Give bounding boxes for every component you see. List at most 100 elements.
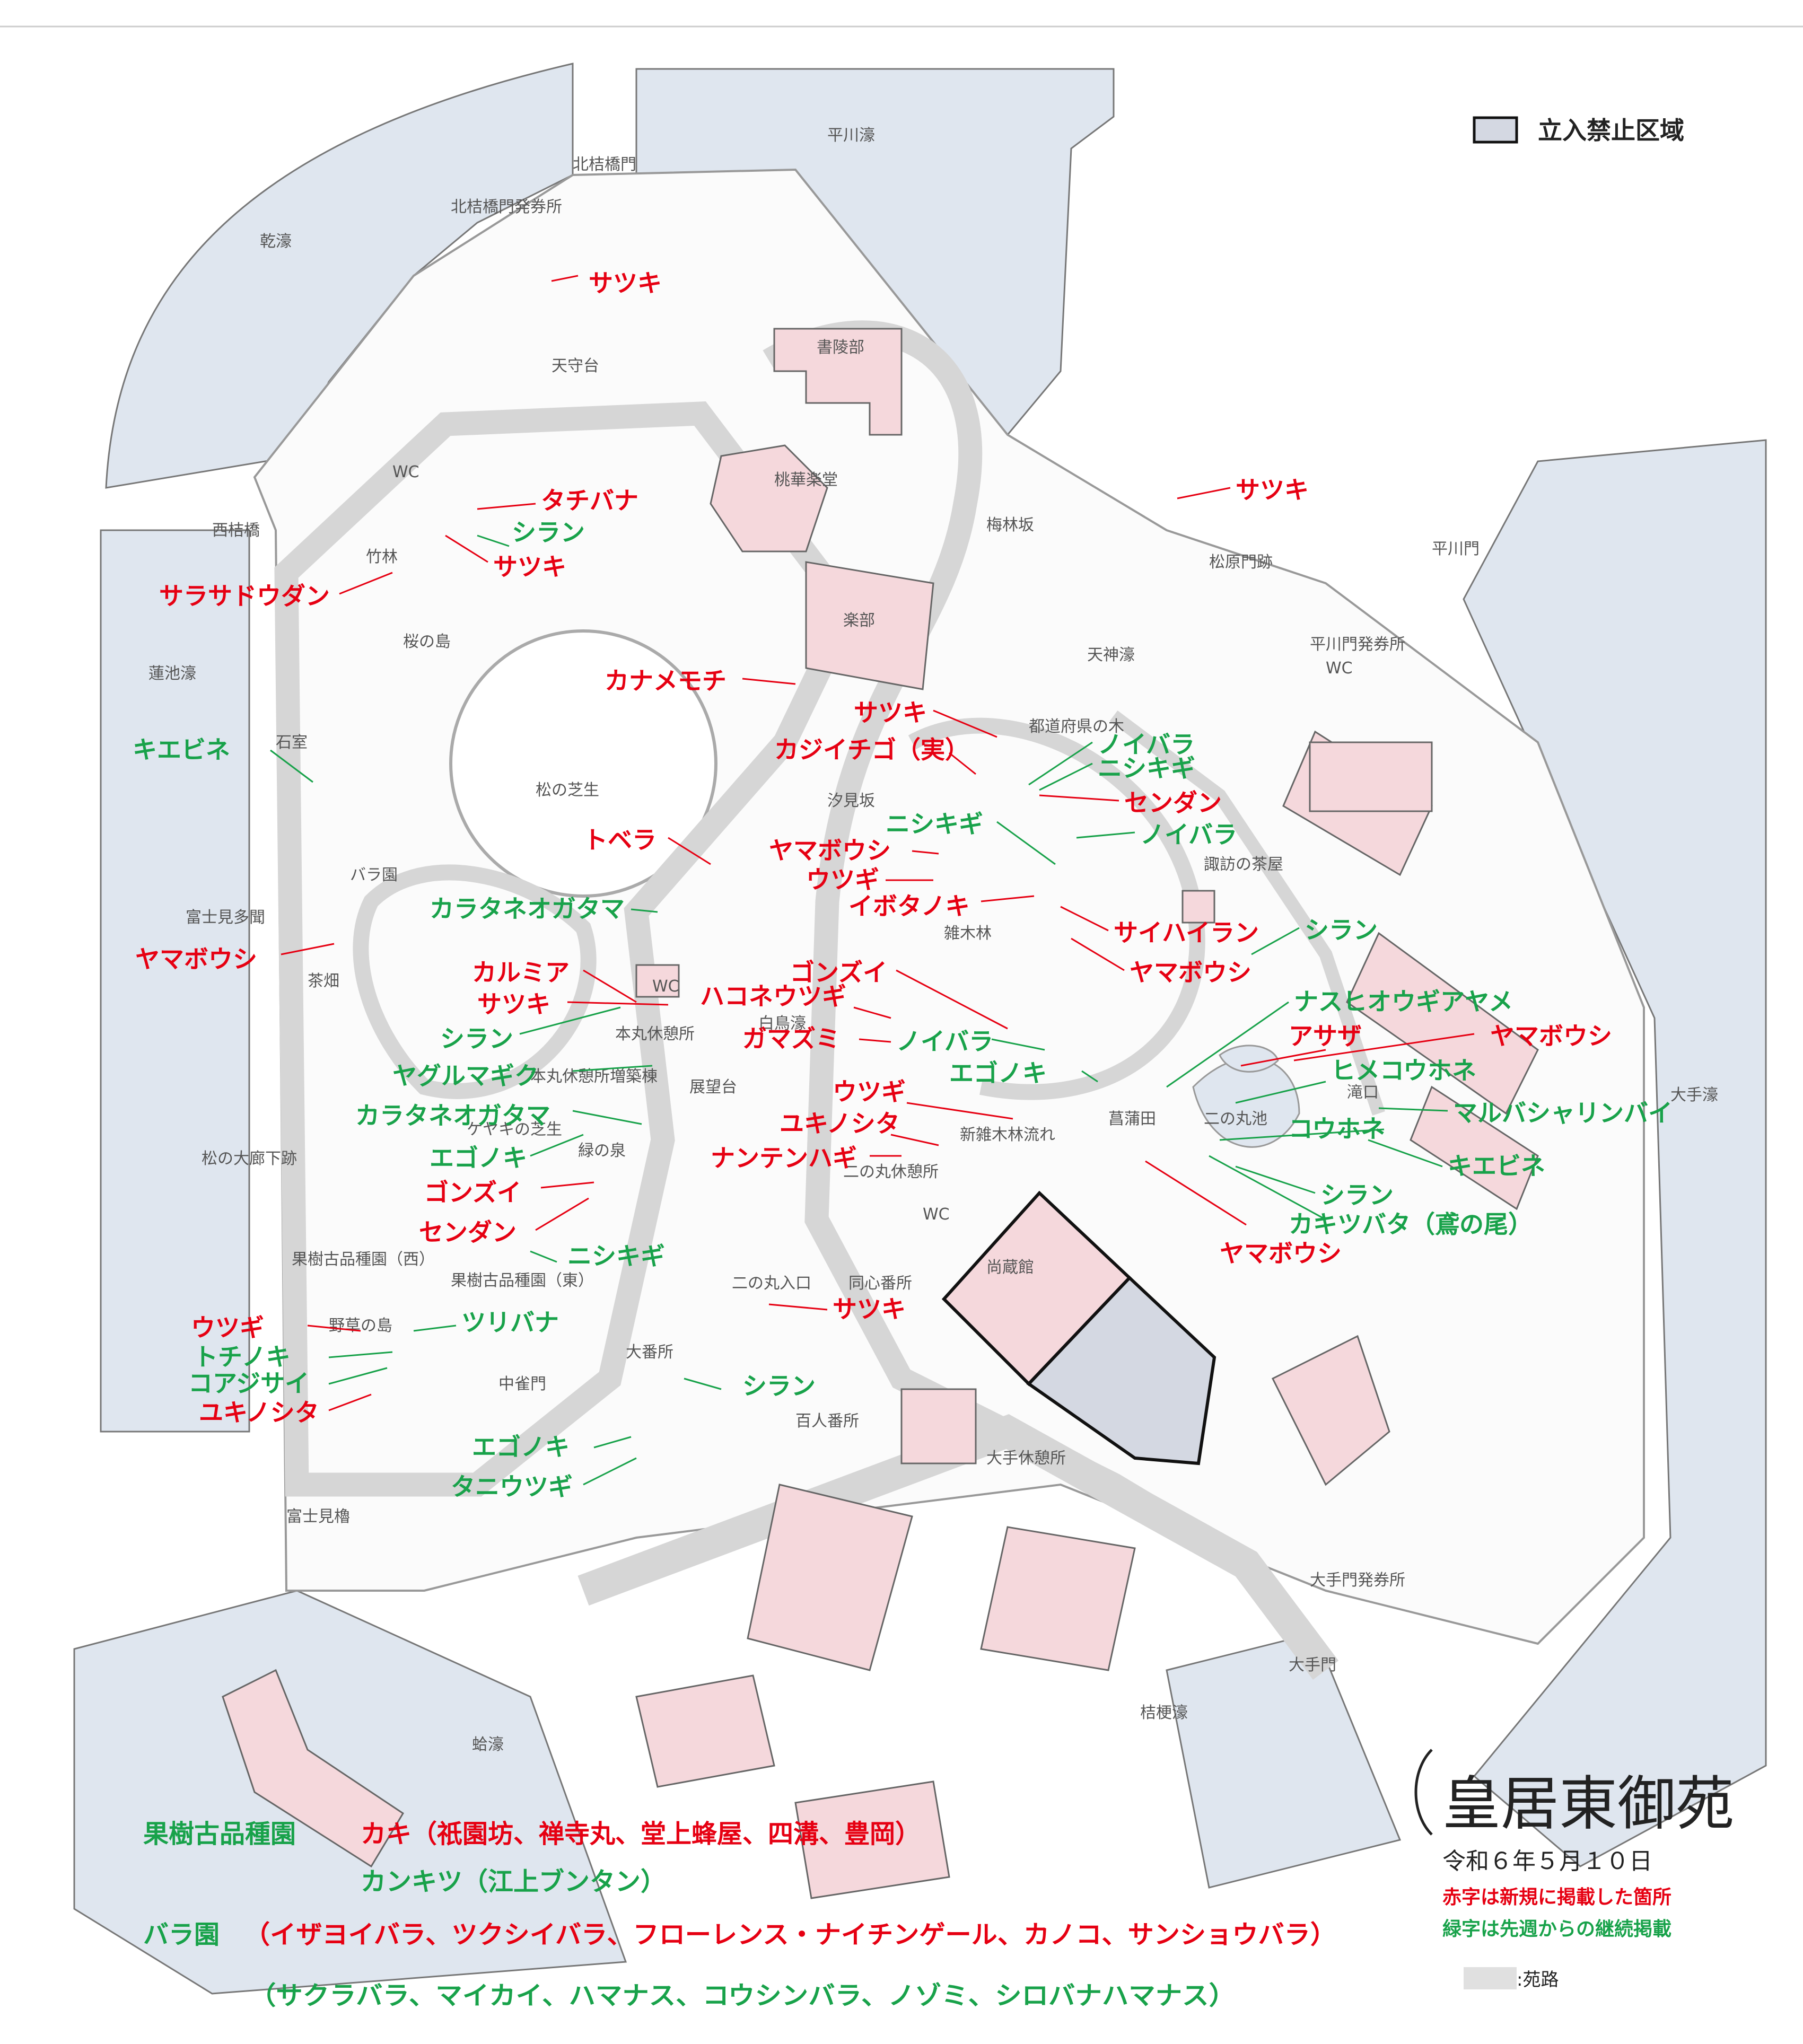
- label-fruit-west: 果樹古品種園（西）: [292, 1250, 435, 1269]
- label-keyaki-lawn: ケヤキの芝生: [467, 1120, 562, 1139]
- flower-label-9: カジイチゴ（実）: [774, 735, 969, 764]
- flower-label-46: ゴンズイ: [424, 1178, 521, 1207]
- label-hyakunin: 百人番所: [795, 1412, 859, 1431]
- tokagakudo-building: [710, 444, 828, 552]
- label-kitahanebashi-gate: 北桔橋門: [573, 155, 636, 174]
- flower-label-48: カキツバタ（鳶の尾）: [1289, 1210, 1533, 1239]
- flower-label-47: シラン: [1320, 1181, 1394, 1209]
- flower-label-59: エゴノキ: [472, 1433, 570, 1461]
- label-shiomizaka: 汐見坂: [827, 792, 875, 810]
- flower-label-58: ユキノシタ: [199, 1398, 319, 1427]
- south-building-3: [635, 1674, 775, 1788]
- label-hirakawa-ticket: 平川門発券所: [1310, 635, 1405, 654]
- label-wc-4: WC: [923, 1205, 950, 1224]
- label-tenjin-moat: 天神濠: [1087, 646, 1135, 664]
- flower-label-55: トチノキ: [194, 1343, 291, 1371]
- flower-label-44: キエビネ: [1448, 1152, 1545, 1180]
- flower-label-38: カラタネオガタマ: [355, 1101, 550, 1130]
- label-hirakawa-moat: 平川濠: [827, 126, 875, 145]
- flower-label-36: ヤグルマギク: [392, 1062, 539, 1090]
- place-labels: 平川濠 乾濠 北桔橋門 北桔橋門発券所 天守台 書陵部 桃華楽堂 楽部 梅林坂 …: [148, 126, 1718, 1754]
- label-ninomaru-rest: 二の丸休憩所: [843, 1163, 939, 1181]
- legend: 立入禁止区域 :苑路: [1464, 116, 1684, 1990]
- flower-label-18: ウツギ: [806, 865, 879, 894]
- flower-label-49: センダン: [419, 1218, 517, 1247]
- label-ote-ticket: 大手門発券所: [1310, 1571, 1405, 1590]
- rose-green: （サクラバラ、マイカイ、ハマナス、コウシンバラ、ノゾミ、シロバナハマナス）: [249, 1981, 1236, 2011]
- label-baibayashi: 梅林坂: [986, 516, 1034, 534]
- label-new-zoki-stream: 新雑木林流れ: [960, 1126, 1055, 1144]
- flower-label-22: シラン: [1305, 916, 1378, 944]
- label-matsubara-gate: 松原門跡: [1209, 553, 1273, 572]
- flower-label-35: ヒメコウホネ: [1331, 1056, 1476, 1085]
- label-midori-spring: 緑の泉: [578, 1142, 626, 1160]
- flower-label-57: シラン: [742, 1372, 816, 1400]
- flower-label-28: ハコネウツギ: [700, 982, 846, 1011]
- east-building-3: [1410, 1085, 1539, 1210]
- restricted-area: [1026, 1275, 1216, 1466]
- label-nakanomon: 中雀門: [498, 1375, 546, 1393]
- label-takiguchi: 滝口: [1347, 1083, 1379, 1102]
- title-bracket: [1414, 1749, 1433, 1836]
- legend-path-swatch: [1464, 1967, 1517, 1989]
- rose-red: （イザヨイバラ、ツクシイバラ、フローレンス・ナイチンゲール、カノコ、サンショウバ…: [244, 1920, 1336, 1950]
- label-fruit-east: 果樹古品種園（東）: [451, 1271, 594, 1290]
- note-red: 赤字は新規に掲載した箇所: [1442, 1887, 1671, 1908]
- label-shozokan: 尚蔵館: [986, 1258, 1034, 1277]
- flower-label-56: コアジサイ: [188, 1369, 309, 1398]
- fruit-garden-green: カンキツ（江上ブンタン）: [361, 1867, 666, 1897]
- label-tenbodai: 展望台: [689, 1078, 737, 1096]
- label-shoryobu: 書陵部: [817, 338, 864, 357]
- page-title: 皇居東御苑: [1442, 1770, 1734, 1838]
- label-suwa-teahouse: 諏訪の茶屋: [1204, 855, 1283, 874]
- flower-label-32: シラン: [440, 1024, 513, 1053]
- southwest-building: [222, 1669, 405, 1868]
- label-nishihanebashi: 西桔橋: [212, 521, 260, 540]
- flower-label-20: カラタネオガタマ: [430, 894, 625, 923]
- label-doshinbansho: 同心番所: [848, 1274, 912, 1293]
- flower-label-6: サツキ: [1236, 476, 1309, 504]
- flower-label-23: ヤマボウシ: [1130, 958, 1251, 987]
- label-zoukibayashi: 雑木林: [944, 924, 992, 943]
- flower-label-34: ノイバラ: [896, 1027, 993, 1056]
- label-hirakawa-gate: 平川門: [1432, 540, 1480, 558]
- hyakunin-building: [900, 1388, 977, 1464]
- label-kitahanebashi-ticket: 北桔橋門発券所: [451, 198, 562, 216]
- buildings: [222, 328, 1539, 1899]
- label-fujimi-yagura: 富士見櫓: [286, 1507, 350, 1526]
- flower-labels: サツキ タチバナ シラン サツキ サラサドウダン サツキ カナメモチ サツキ カ…: [133, 269, 1673, 1501]
- flower-label-3: シラン: [512, 518, 585, 547]
- shoryobu-building: [773, 328, 903, 436]
- label-ote-moat: 大手濠: [1670, 1086, 1718, 1104]
- label-fujimitamon: 富士見多聞: [186, 908, 265, 927]
- flower-label-54: ツリバナ: [461, 1308, 559, 1337]
- flower-label-51: ニシキギ: [567, 1242, 665, 1270]
- flower-label-8: サツキ: [854, 698, 927, 727]
- grounds: [253, 168, 1645, 1680]
- inui-moat-area: [105, 63, 574, 489]
- flower-label-26: ゴンズイ: [790, 958, 887, 987]
- label-chabatake: 茶畑: [308, 972, 339, 990]
- flower-label-11: ニシキギ: [1098, 754, 1195, 783]
- flower-label-13: キエビネ: [133, 735, 230, 764]
- title-block: 皇居東御苑 令和６年５月１０日 赤字は新規に掲載した箇所 緑字は先週からの継続掲…: [1414, 1749, 1734, 1940]
- label-ninomaru-entrance: 二の丸入口: [732, 1274, 811, 1293]
- rose-label: バラ園: [143, 1920, 220, 1950]
- flower-label-50: ヤマボウシ: [1220, 1239, 1342, 1268]
- note-green: 緑字は先週からの継続掲載: [1442, 1918, 1671, 1940]
- label-sakura-island: 桜の島: [403, 633, 451, 651]
- fruit-garden-red: カキ（祇園坊、禅寺丸、堂上蜂屋、四溝、豊岡）: [361, 1819, 921, 1849]
- wc-building: [635, 964, 680, 998]
- flower-label-10: ノイバラ: [1098, 730, 1195, 759]
- flower-label-53: ウツギ: [191, 1313, 264, 1342]
- flower-label-60: タニウツギ: [451, 1472, 573, 1501]
- east-building-4: [1271, 1335, 1390, 1486]
- flower-label-5: サラサドウダン: [159, 582, 330, 610]
- flower-label-7: カナメモチ: [605, 666, 727, 695]
- south-building-1: [747, 1484, 913, 1671]
- label-bara-garden: バラ園: [350, 866, 398, 884]
- label-hakucho-moat: 白鳥濠: [758, 1014, 806, 1033]
- legend-restricted-swatch: [1473, 116, 1518, 144]
- flower-label-40: マルバシャリンバイ: [1453, 1099, 1673, 1127]
- flower-label-39: ウツギ: [833, 1077, 906, 1106]
